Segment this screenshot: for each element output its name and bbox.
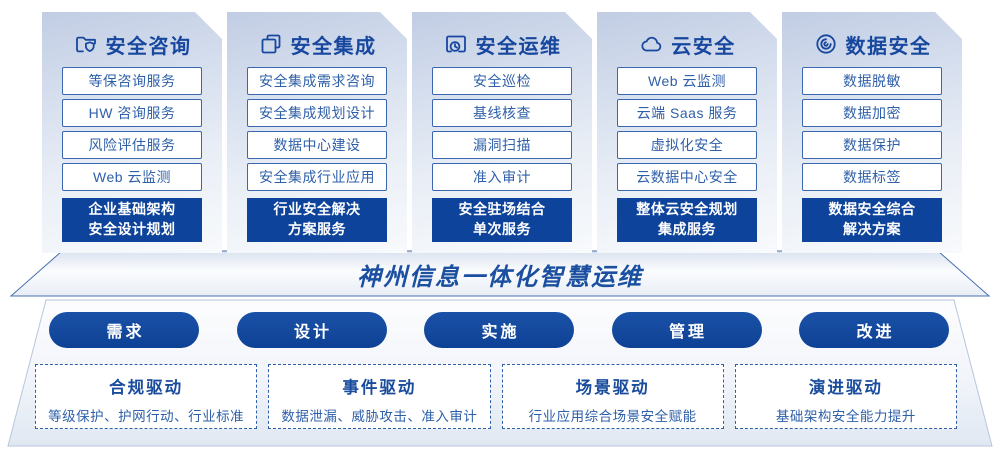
service-item: 基线核查 [432, 99, 572, 127]
card-title: 安全咨询 [105, 35, 192, 58]
service-item: 数据标签 [802, 163, 942, 191]
card-items: 数据脱敏 数据加密 数据保护 数据标签 [802, 67, 942, 191]
folder-shield-icon [75, 36, 96, 53]
service-item: 安全集成规划设计 [247, 99, 387, 127]
card-items: Web 云监测 云端 Saas 服务 虚拟化安全 云数据中心安全 [617, 67, 757, 191]
process-pill-row: 需求 设计 实施 管理 改进 [49, 312, 949, 348]
highlight-box: 企业基础架构 安全设计规划 [62, 198, 202, 242]
card-security-consulting: 安全咨询 等保咨询服务 HW 咨询服务 风险评估服务 Web 云监测 企业基础架… [42, 12, 222, 253]
folder-clock-icon [445, 35, 466, 53]
fingerprint-icon [815, 34, 836, 54]
service-item: 安全巡检 [432, 67, 572, 95]
service-item: 云端 Saas 服务 [617, 99, 757, 127]
card-cloud-security: 云安全 Web 云监测 云端 Saas 服务 虚拟化安全 云数据中心安全 整体云… [597, 12, 777, 253]
service-item: 数据中心建设 [247, 131, 387, 159]
card-title: 云安全 [671, 35, 736, 58]
service-item: 安全集成需求咨询 [247, 67, 387, 95]
driver-title: 场景驱动 [575, 379, 650, 397]
pill-improvement: 改进 [799, 312, 949, 348]
pill-implementation: 实施 [424, 312, 574, 348]
service-item: 数据脱敏 [802, 67, 942, 95]
service-item: Web 云监测 [62, 163, 202, 191]
service-item: 数据保护 [802, 131, 942, 159]
highlight-box: 数据安全综合 解决方案 [802, 198, 942, 242]
service-item: 漏洞扫描 [432, 131, 572, 159]
service-item: 等保咨询服务 [62, 67, 202, 95]
highlight-box: 安全驻场结合 单次服务 [432, 198, 572, 242]
service-item: 虚拟化安全 [617, 131, 757, 159]
card-title: 安全集成 [290, 35, 377, 58]
card-title: 数据安全 [845, 35, 932, 58]
documents-icon [261, 34, 280, 54]
driver-desc: 等级保护、护网行动、行业标准 [48, 409, 245, 424]
card-header: 云安全 [597, 29, 777, 59]
driver-box-scenario: 场景驱动 行业应用综合场景安全赋能 [501, 364, 724, 429]
cloud-icon [641, 36, 662, 52]
card-header: 安全集成 [227, 29, 407, 59]
driver-desc: 数据泄漏、威胁攻击、准入审计 [281, 409, 478, 424]
highlight-box: 整体云安全规划 集成服务 [617, 198, 757, 242]
service-item: Web 云监测 [617, 67, 757, 95]
card-header: 安全运维 [412, 29, 592, 59]
driver-box-evolution: 演进驱动 基础架构安全能力提升 [734, 364, 957, 429]
card-items: 安全集成需求咨询 安全集成规划设计 数据中心建设 安全集成行业应用 [247, 67, 387, 191]
pill-design: 设计 [236, 312, 387, 348]
service-item: 数据加密 [802, 99, 942, 127]
card-data-security: 数据安全 数据脱敏 数据加密 数据保护 数据标签 数据安全综合 解决方案 [782, 12, 962, 253]
driver-row: 合规驱动 等级保护、护网行动、行业标准 事件驱动 数据泄漏、威胁攻击、准入审计 … [35, 364, 957, 429]
service-item: 云数据中心安全 [617, 163, 757, 191]
banner-title: 神州信息一体化智慧运维 [357, 264, 643, 291]
card-security-operations: 安全运维 安全巡检 基线核查 漏洞扫描 准入审计 安全驻场结合 单次服务 [412, 12, 592, 253]
card-header: 安全咨询 [42, 29, 222, 59]
card-items: 安全巡检 基线核查 漏洞扫描 准入审计 [432, 67, 572, 191]
driver-title: 合规驱动 [109, 379, 184, 397]
driver-title: 演进驱动 [808, 379, 883, 397]
service-item: HW 咨询服务 [62, 99, 202, 127]
driver-desc: 基础架构安全能力提升 [775, 409, 916, 424]
service-item: 准入审计 [432, 163, 572, 191]
card-header: 数据安全 [782, 29, 962, 59]
service-item: 安全集成行业应用 [247, 163, 387, 191]
driver-desc: 行业应用综合场景安全赋能 [528, 409, 697, 424]
highlight-box: 行业安全解决 方案服务 [247, 198, 387, 242]
pill-management: 管理 [611, 312, 762, 348]
driver-title: 事件驱动 [342, 379, 417, 397]
pill-demand: 需求 [49, 312, 199, 348]
driver-box-incident: 事件驱动 数据泄漏、威胁攻击、准入审计 [268, 364, 491, 429]
card-items: 等保咨询服务 HW 咨询服务 风险评估服务 Web 云监测 [62, 67, 202, 191]
driver-box-compliance: 合规驱动 等级保护、护网行动、行业标准 [35, 364, 258, 429]
service-item: 风险评估服务 [62, 131, 202, 159]
card-security-integration: 安全集成 安全集成需求咨询 安全集成规划设计 数据中心建设 安全集成行业应用 行… [227, 12, 407, 253]
card-title: 安全运维 [475, 35, 562, 58]
